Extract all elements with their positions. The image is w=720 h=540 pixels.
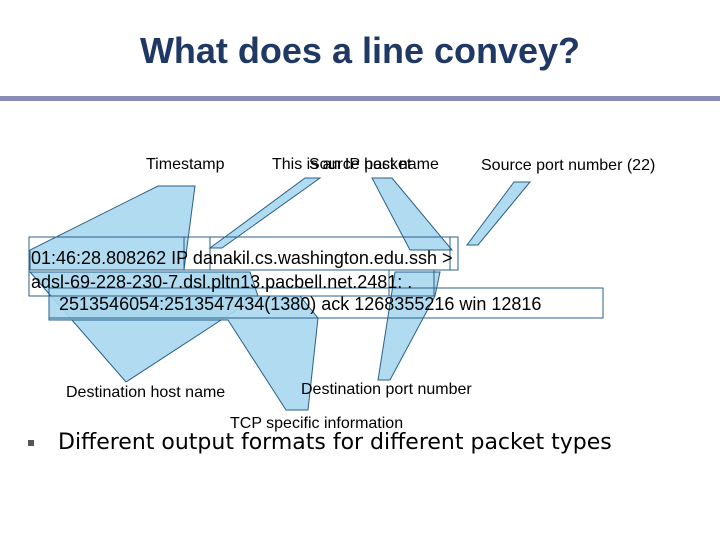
label-destination-host-name: Destination host name	[66, 384, 226, 401]
tcp-info-box	[48, 287, 604, 319]
tcp-info-callout-pointer	[48, 295, 319, 411]
label-source-host-name: Source host name	[309, 156, 439, 173]
source-port-box	[449, 236, 459, 271]
slide-title: What does a line convey?	[139, 30, 581, 71]
label-source-port-number: Source port number (22)	[481, 157, 656, 174]
packet-line-1: 01:46:28.808262 IP danakil.cs.washington…	[31, 248, 453, 268]
label-ip-packet: This is an IP packet	[272, 156, 412, 173]
label-destination-port-number: Destination port number	[301, 381, 472, 398]
bullet-marker-icon	[28, 439, 34, 446]
packet-line-2: adsl-69-228-230-7.dsl.pltn13.pacbell.net…	[31, 272, 413, 292]
destination-port-callout-pointer	[377, 271, 441, 381]
source-port-callout-pointer	[466, 181, 532, 246]
label-timestamp: Timestamp	[146, 156, 225, 173]
source-host-callout-pointer	[371, 177, 454, 251]
destination-port-box	[388, 269, 435, 297]
packet-line-3: 2513546054:2513547434(1380) ack 12683552…	[59, 294, 542, 314]
title-divider	[0, 96, 720, 101]
bullet-text: Different output formats for different p…	[58, 430, 612, 455]
label-tcp-specific-information: TCP specific information	[230, 415, 404, 432]
ip-packet-callout-pointer	[208, 177, 322, 249]
bullet-item: Different output formats for different p…	[28, 430, 612, 455]
